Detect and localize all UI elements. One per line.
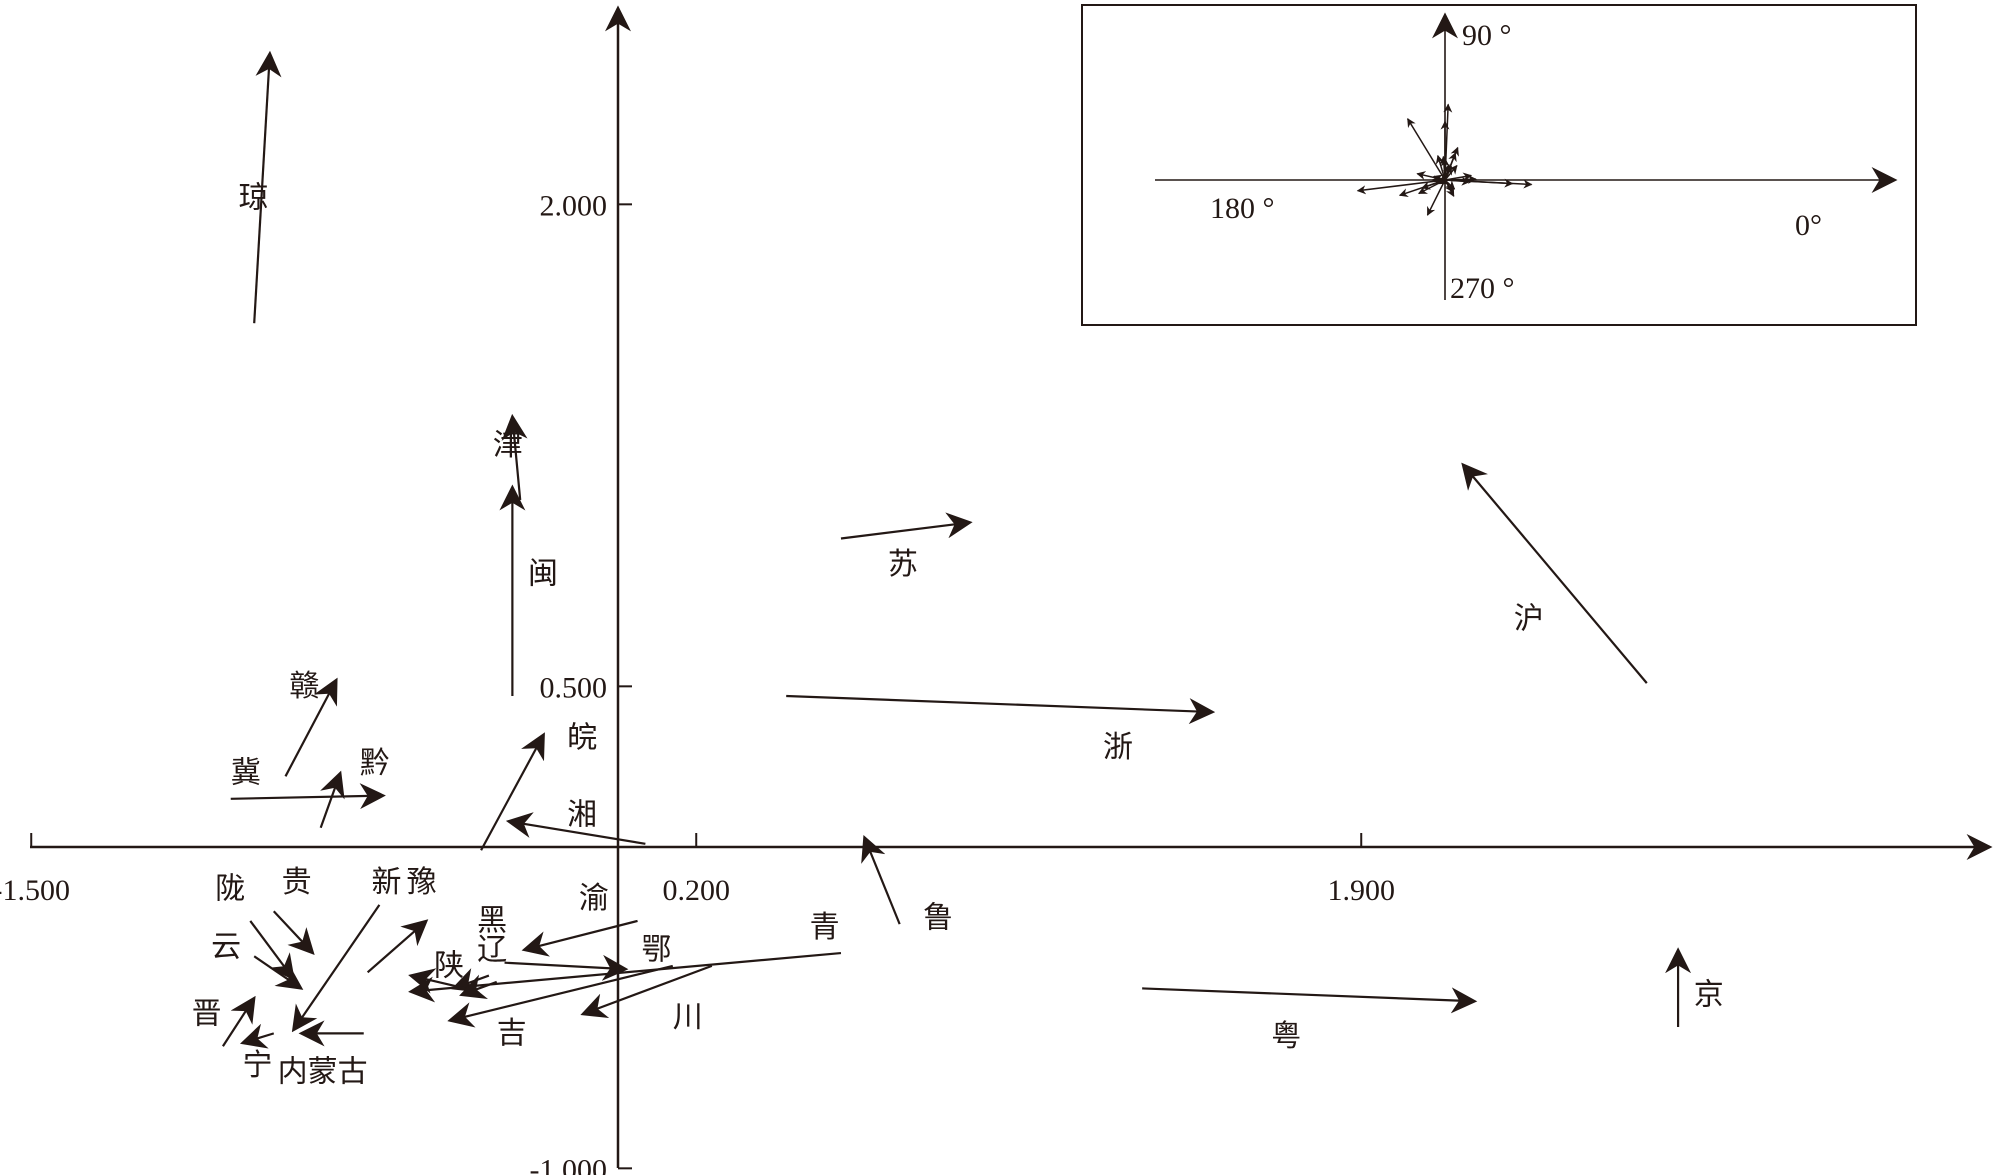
- region-label: 渝: [579, 881, 609, 916]
- region-label: 浙: [1103, 730, 1133, 765]
- inset-direction-ray: [1444, 179, 1455, 197]
- region-label: 豫: [407, 865, 437, 900]
- trajectory-arrow: [480, 732, 545, 851]
- trajectory-arrow: [840, 512, 973, 540]
- x-tick-label: 0.200: [662, 874, 730, 907]
- region-label: 黔: [360, 746, 390, 781]
- trajectory-arrow: [230, 783, 386, 810]
- region-label: 青: [810, 910, 840, 945]
- region-label: 琼: [239, 181, 269, 216]
- region-labels: 琼津闽 苏沪赣冀 黔 皖湘 浙鲁京粤 青川鄂渝黑辽陕吉 豫新 贵 陇云晋宁内蒙古: [192, 181, 1724, 1090]
- region-label: 沪: [1514, 601, 1544, 636]
- trajectory-arrow: [504, 954, 629, 981]
- region-label: 宁: [242, 1048, 272, 1083]
- trajectory-arrow: [1461, 462, 1648, 684]
- trajectory-arrow: [253, 955, 304, 990]
- trajectory-arrow: [580, 964, 713, 1019]
- inset-label-0: 0°: [1795, 209, 1822, 242]
- region-label: 新: [372, 865, 402, 900]
- trajectory-arrow: [1142, 987, 1478, 1014]
- y-tick-label: 2.000: [540, 189, 608, 222]
- region-label: 津: [493, 428, 523, 463]
- region-label: 鄂: [641, 932, 671, 967]
- y-tick-label: -1.000: [530, 1153, 608, 1175]
- region-label: 皖: [567, 720, 597, 755]
- trajectory-arrow: [408, 968, 466, 994]
- inset-label-90: 90 °: [1462, 19, 1512, 52]
- trajectory-arrow: [861, 834, 901, 925]
- region-label: 吉: [497, 1016, 527, 1051]
- trajectory-arrow: [505, 812, 646, 845]
- trajectory-arrow: [284, 677, 338, 777]
- region-label: 内蒙古: [278, 1055, 368, 1090]
- trajectory-arrow: [239, 1023, 275, 1049]
- inset-rays: [1155, 12, 1898, 300]
- x-tick-label: -1.500: [0, 874, 70, 907]
- trajectory-arrow: [319, 770, 345, 829]
- trajectory-arrow: [521, 919, 638, 957]
- direction-inset: 90 ° 180 ° 0° 270 °: [1081, 4, 1917, 326]
- trajectory-arrow: [221, 995, 256, 1047]
- region-label: 鲁: [923, 900, 953, 935]
- trajectory-arrow: [291, 904, 381, 1033]
- trajectory-arrow: [447, 964, 674, 1028]
- inset-direction-ray: [1407, 118, 1446, 181]
- region-label: 湘: [567, 798, 597, 833]
- trajectory-arrow: [272, 910, 315, 955]
- region-label: 川: [673, 1000, 703, 1035]
- region-label: 陕: [434, 949, 464, 984]
- trajectory-arrow: [786, 694, 1216, 725]
- region-label: 闽: [528, 557, 558, 592]
- region-label: 冀: [231, 756, 261, 791]
- inset-direction-ray: [1426, 179, 1446, 216]
- trajectory-arrow: [253, 50, 282, 324]
- region-label: 京: [1694, 977, 1724, 1012]
- trajectory-arrow: [408, 951, 842, 1003]
- axis-ticks: -1.500 0.200 1.900 2.000 0.500 -1.000: [0, 189, 1395, 1175]
- region-label: 黑: [477, 904, 507, 939]
- inset-frame: [1081, 4, 1917, 326]
- y-tick-label: 0.500: [540, 671, 608, 704]
- trajectory-arrow: [459, 974, 498, 999]
- x-tick-label: 1.900: [1327, 874, 1395, 907]
- inset-label-270: 270 °: [1450, 272, 1515, 305]
- region-label: 云: [211, 929, 241, 964]
- region-label: 陇: [215, 871, 245, 906]
- region-label: 苏: [888, 547, 918, 582]
- inset-label-180: 180 °: [1210, 192, 1275, 225]
- region-label: 晋: [192, 997, 222, 1032]
- trajectory-arrows: [221, 50, 1692, 1049]
- trajectory-arrow: [249, 920, 295, 981]
- region-label: 赣: [289, 669, 319, 704]
- region-label: 辽: [477, 932, 507, 967]
- region-label: 粤: [1271, 1019, 1301, 1054]
- region-label: 贵: [282, 865, 312, 900]
- trajectory-arrow: [366, 919, 429, 974]
